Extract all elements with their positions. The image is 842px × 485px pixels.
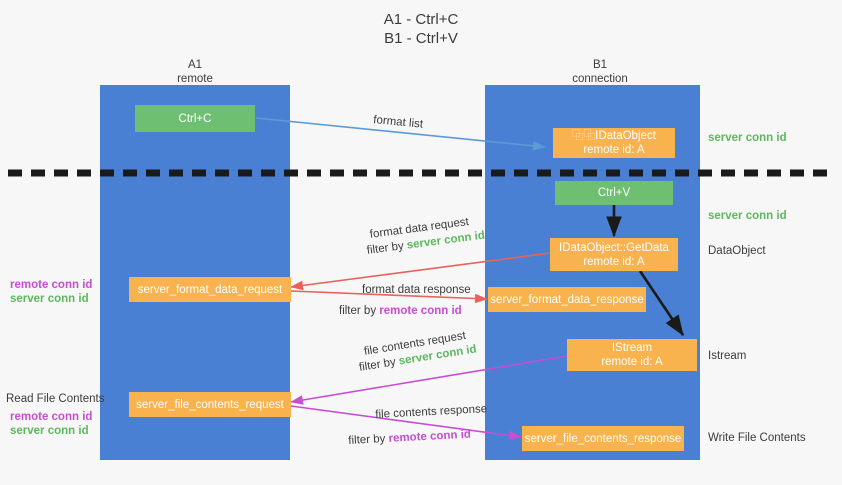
edge-label-file-contents-response-filter-value: remote conn id: [388, 428, 472, 445]
node-set-idataobject-line2: remote id: A: [583, 144, 645, 156]
node-server-file-contents-response[interactable]: server_file_contents_response: [522, 426, 684, 451]
node-server-format-data-response[interactable]: server_format_data_response: [488, 287, 646, 312]
node-ctrl-v-label: Ctrl+V: [597, 187, 631, 199]
edge-label-format-data-response-filter-prefix: filter by: [339, 305, 380, 317]
node-ctrl-c[interactable]: Ctrl+C: [135, 105, 255, 132]
node-set-idataobject-line1: ⿻⿻IDataObject: [572, 130, 656, 142]
lane-header-b1: B1 connection: [520, 58, 680, 86]
edge-label-format-data-request-filter-prefix: filter by: [366, 239, 408, 257]
node-getdata[interactable]: IDataObject::GetData remote id: A: [550, 238, 678, 271]
node-server-file-contents-response-label: server_file_contents_response: [524, 432, 682, 445]
title-line-1: A1 - Ctrl+C: [383, 11, 459, 28]
edge-label-format-data-response: format data response: [362, 284, 471, 296]
node-server-file-contents-request[interactable]: server_file_contents_request: [129, 392, 291, 417]
title-line-2: B1 - Ctrl+V: [384, 30, 458, 47]
left-label-remote-conn-id-2: remote conn id: [10, 411, 93, 423]
page-title: A1 - Ctrl+C B1 - Ctrl+V: [0, 10, 842, 48]
left-label-read-file-contents: Read File Contents: [6, 393, 105, 405]
right-label-dataobject: DataObject: [708, 245, 766, 257]
left-label-server-conn-id-2: server conn id: [10, 425, 89, 437]
node-server-file-contents-request-label: server_file_contents_request: [136, 398, 284, 411]
node-server-format-data-response-label: server_format_data_response: [490, 293, 644, 306]
right-label-istream: Istream: [708, 350, 747, 362]
node-set-idataobject[interactable]: ⿻⿻IDataObject remote id: A: [553, 128, 675, 158]
lane-header-a1-sub: remote: [177, 73, 213, 85]
edge-label-file-contents-response: file contents response: [375, 403, 488, 421]
right-label-server-conn-id-2: server conn id: [708, 210, 787, 222]
node-istream-line1: IStream: [611, 342, 653, 354]
right-label-server-conn-id-1: server conn id: [708, 132, 787, 144]
lane-header-a1-name: A1: [187, 59, 203, 71]
node-istream[interactable]: IStream remote id: A: [567, 339, 697, 371]
left-label-server-conn-id-1: server conn id: [10, 293, 89, 305]
lane-header-a1: A1 remote: [115, 58, 275, 86]
edge-label-format-data-response-filter-value: remote conn id: [379, 305, 462, 317]
node-server-format-data-request-label: server_format_data_request: [137, 283, 283, 296]
lane-header-b1-name: B1: [592, 59, 608, 71]
node-istream-line2: remote id: A: [601, 356, 663, 368]
node-ctrl-c-label: Ctrl+C: [178, 112, 212, 125]
edge-label-file-contents-response-filter: filter by remote conn id: [348, 428, 471, 449]
node-getdata-line1: IDataObject::GetData: [559, 241, 669, 254]
node-ctrl-v[interactable]: Ctrl+V: [555, 181, 673, 205]
lane-header-b1-sub: connection: [572, 73, 628, 85]
edge-label-file-contents-response-filter-prefix: filter by: [348, 432, 389, 447]
edge-label-format-data-response-filter: filter by remote conn id: [339, 304, 462, 319]
left-label-remote-conn-id-1: remote conn id: [10, 279, 93, 291]
node-server-format-data-request[interactable]: server_format_data_request: [129, 277, 291, 302]
right-label-write-file-contents: Write File Contents: [708, 432, 806, 444]
edge-label-format-list: format list: [372, 113, 424, 131]
node-getdata-line2: remote id: A: [583, 255, 645, 268]
